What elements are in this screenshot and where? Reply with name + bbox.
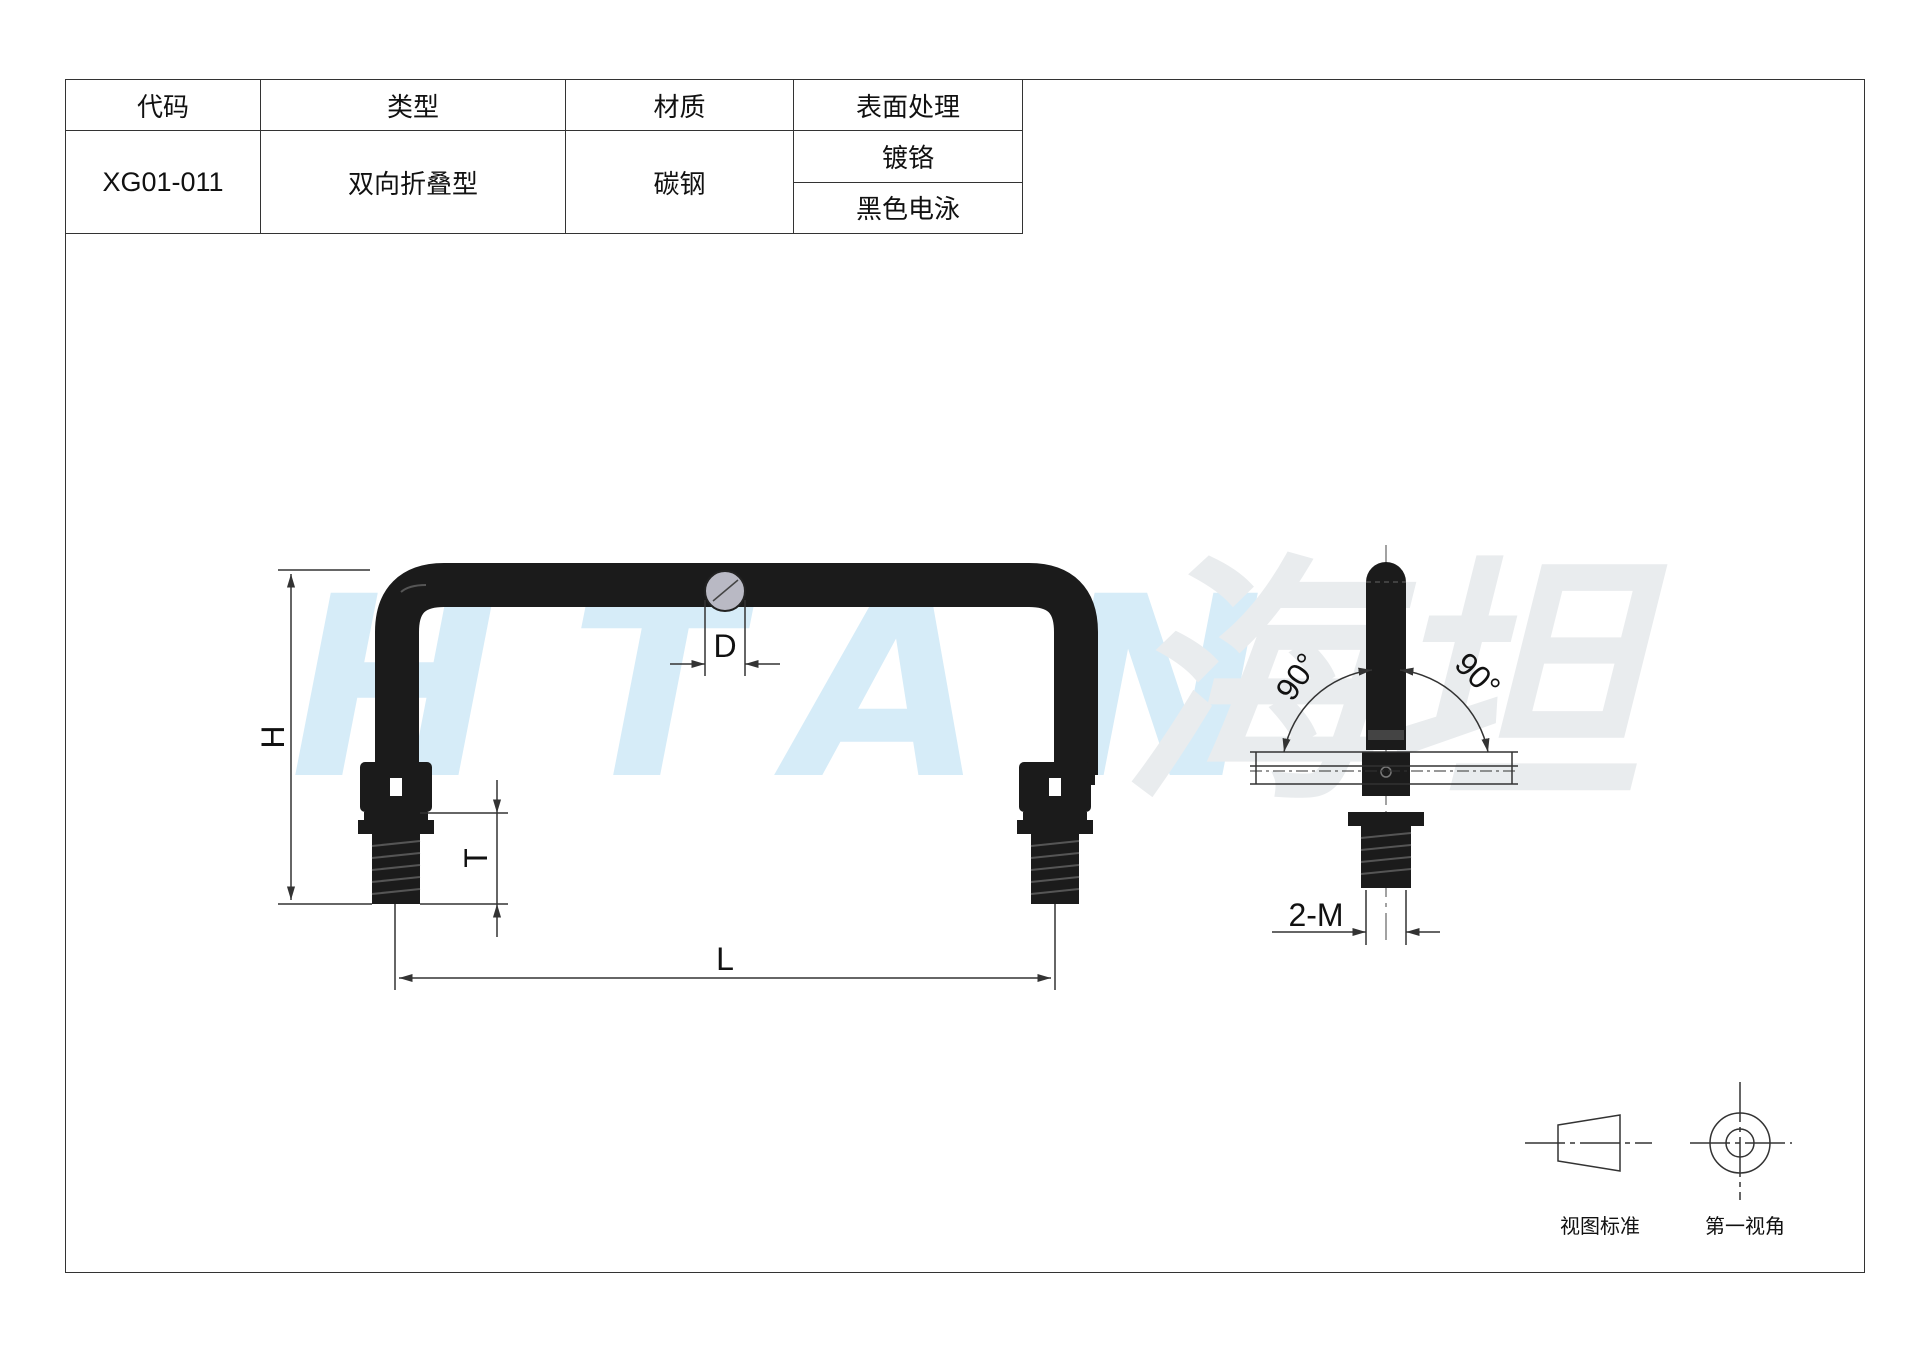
- first-angle-label: 第一视角: [1705, 1214, 1785, 1238]
- type-value: 双向折叠型: [260, 130, 566, 234]
- finish-value-2: 黑色电泳: [793, 181, 1023, 234]
- thread-label: 2-M: [1288, 897, 1343, 933]
- table-row: 黑色电泳: [66, 181, 1023, 234]
- code-value: XG01-011: [65, 130, 261, 234]
- front-dimensions: [278, 569, 1056, 990]
- right-mount: [1017, 735, 1095, 904]
- header-type: 类型: [260, 79, 566, 131]
- handle-front-view: [358, 563, 1098, 904]
- material-value: 碳钢: [565, 130, 794, 234]
- view-standard-label: 视图标准: [1560, 1214, 1640, 1238]
- spec-table: 代码 类型 材质 表面处理 XG01-011 双向折叠型 碳钢 镀铬 黑色电泳: [65, 79, 1023, 234]
- table-row: XG01-011 双向折叠型 碳钢 镀铬: [65, 130, 1023, 234]
- dim-h-label: H: [255, 725, 291, 748]
- header-material: 材质: [565, 79, 794, 131]
- dim-d-label: D: [713, 628, 736, 664]
- table-header-row: 代码 类型 材质 表面处理: [65, 79, 1023, 131]
- header-finish: 表面处理: [793, 79, 1023, 131]
- dim-l-label: L: [716, 941, 734, 977]
- handle-side-view: [1250, 545, 1518, 945]
- left-mount: [358, 735, 434, 904]
- dim-t-label: T: [458, 848, 494, 868]
- projection-symbol: [1525, 1082, 1792, 1200]
